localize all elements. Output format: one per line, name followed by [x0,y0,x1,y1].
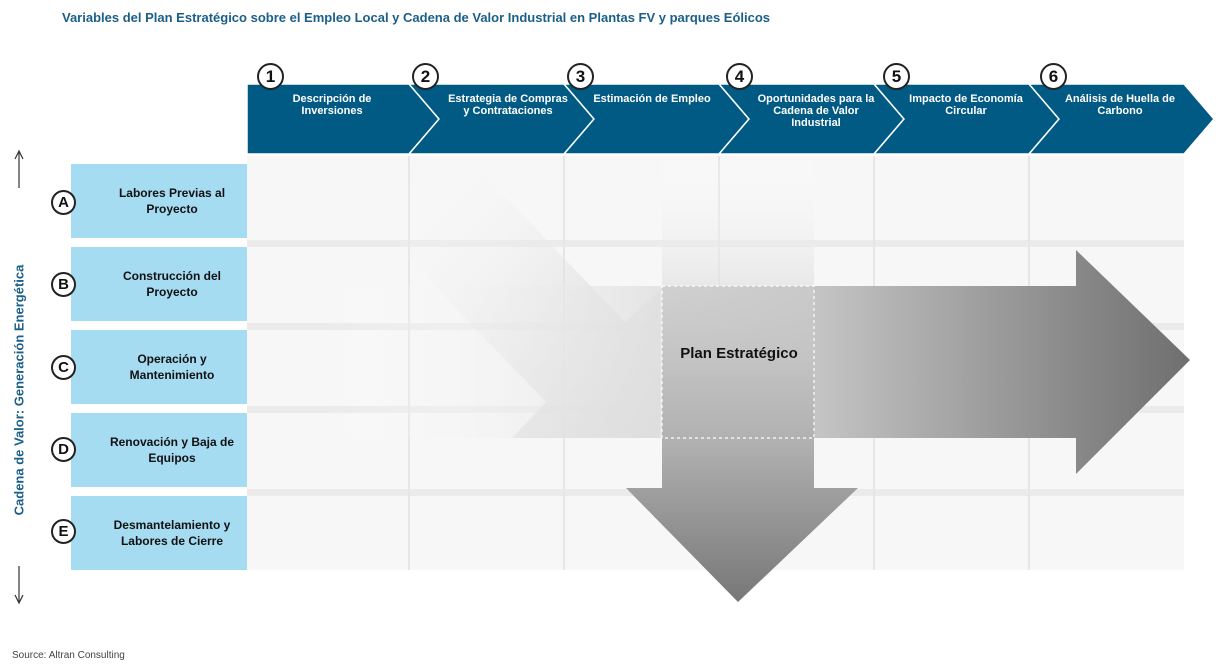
center-label: Plan Estratégico [680,345,798,362]
vertical-arrow [626,160,858,602]
row-label-b: Construcción del Proyecto [122,269,221,299]
row-label-e: Desmantelamiento y Labores de Cierre [113,518,231,548]
row-letter-e: E [51,519,76,544]
source-note: Source: Altran Consulting [12,650,125,661]
diagram-title: Variables del Plan Estratégico sobre el … [62,10,771,25]
step-label-5: Impacto de Economía Circular [909,93,1023,117]
step-label-1: Descripción de Inversiones [292,93,372,117]
step-number-4: 4 [726,63,753,90]
chevron-bar [246,83,1215,155]
row-box-a: Labores Previas al Proyecto [71,164,247,238]
step-label-2: Estrategia de Compras y Contrataciones [448,93,568,117]
row-letter-c: C [51,355,76,380]
step-number-2: 2 [412,63,439,90]
step-number-3: 3 [567,63,594,90]
step-label-6: Análisis de Huella de Carbono [1064,93,1176,117]
row-label-c: Operación y Mantenimiento [129,352,215,382]
row-label-a: Labores Previas al Proyecto [118,186,226,216]
row-box-c: Operación y Mantenimiento [71,330,247,404]
row-label-d: Renovación y Baja de Equipos [109,435,235,465]
step-number-1: 1 [257,63,284,90]
row-letter-b: B [51,272,76,297]
row-letter-d: D [51,437,76,462]
step-number-5: 5 [883,63,910,90]
plan-estrategico-box [661,285,815,439]
row-box-b: Construcción del Proyecto [71,247,247,321]
row-letter-a: A [51,190,76,215]
axis-arrows [14,149,24,605]
row-box-d: Renovación y Baja de Equipos [71,413,247,487]
row-box-e: Desmantelamiento y Labores de Cierre [71,496,247,570]
step-label-3: Estimación de Empleo [593,93,711,105]
step-chevron-6 [1027,83,1215,155]
step-label-4: Oportunidades para la Cadena de Valor In… [757,93,875,129]
step-number-6: 6 [1040,63,1067,90]
axis-label: Cadena de Valor: Generación Energética [11,264,27,516]
